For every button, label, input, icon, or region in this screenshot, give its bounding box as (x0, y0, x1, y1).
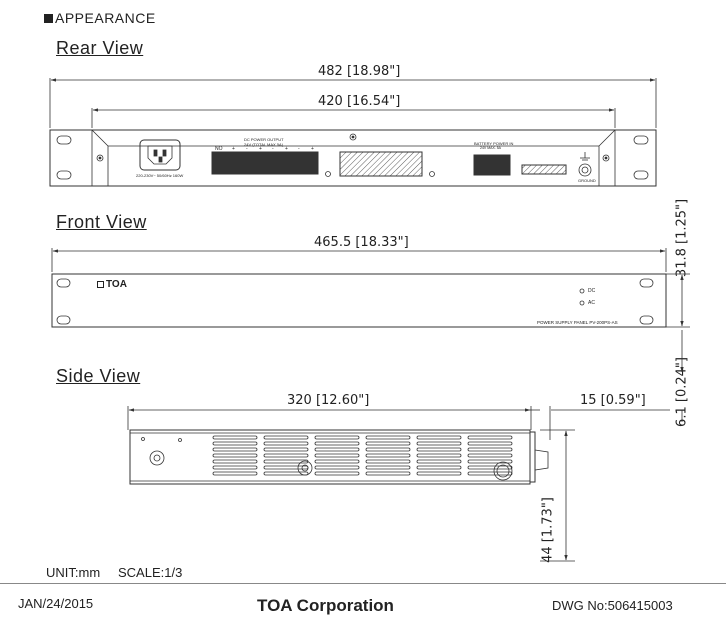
terminal-mark-4: - (272, 146, 274, 152)
date-label: JAN/24/2015 (18, 596, 94, 611)
vent-slot (212, 459, 258, 464)
vent-slot (263, 471, 309, 476)
vent-slot (314, 441, 360, 446)
terminal-mark-1: + (232, 146, 235, 152)
dc-output-terminal-block (211, 151, 319, 175)
vent-slot (467, 435, 513, 440)
ac-led-label: AC (588, 300, 595, 306)
side-vent-slots (212, 435, 513, 476)
vent-slot (314, 453, 360, 458)
vent-slot (263, 447, 309, 452)
side-protrude-dim: 15 [0.59"] (580, 393, 646, 408)
terminal-mark-6: - (298, 146, 300, 152)
appearance-heading: APPEARANCE (44, 10, 156, 26)
vent-slot (263, 453, 309, 458)
side-dimension-lines (127, 330, 684, 562)
rear-overall-dim: 482 [18.98"] (318, 64, 401, 79)
terminal-mark-2: - (246, 146, 248, 152)
rear-dimension-lines (49, 78, 657, 128)
vent-slot (365, 447, 411, 452)
vent-slot (263, 435, 309, 440)
vent-slot (263, 441, 309, 446)
toa-logo-mark-icon (97, 281, 104, 288)
vent-slot (365, 465, 411, 470)
footer-divider (0, 583, 726, 584)
ac-inlet-label: 220-230V~ 50/60Hz 160W (136, 173, 184, 178)
scale-label: SCALE:1/3 (118, 565, 183, 580)
vent-slot (467, 453, 513, 458)
vent-slot (263, 459, 309, 464)
vent-slot (212, 441, 258, 446)
vent-slot (314, 459, 360, 464)
vent-slot (365, 459, 411, 464)
dc-led-label: DC (588, 288, 596, 294)
ac-inlet (139, 139, 181, 171)
vent-slot (467, 447, 513, 452)
vent-slot (365, 453, 411, 458)
dc-output-label: DC POWER OUTPUT (244, 137, 284, 142)
vent-slot (212, 453, 258, 458)
terminal-mark-0: NO (215, 146, 223, 152)
rear-view-title: Rear View (56, 38, 144, 58)
vent-slot (314, 465, 360, 470)
vent-slot (263, 465, 309, 470)
hatched-label-area (339, 151, 423, 177)
vent-slot (212, 435, 258, 440)
vent-slot (212, 447, 258, 452)
vent-slot (314, 435, 360, 440)
vent-slot (416, 459, 462, 464)
vent-slot (467, 465, 513, 470)
terminal-mark-7: + (311, 146, 314, 152)
side-view-title: Side View (56, 366, 141, 386)
vent-slot (365, 435, 411, 440)
battery-sublabel: 24V MAX. 5A (480, 146, 502, 150)
vent-slot (467, 459, 513, 464)
dc-output-sublabel: 24V (TOTAL MAX.5A) (244, 142, 284, 147)
front-width-dim: 465.5 [18.33"] (314, 235, 409, 250)
vent-slot (416, 435, 462, 440)
front-dimension-lines (51, 248, 690, 328)
toa-logo: TOA (97, 279, 127, 290)
vent-slot (212, 471, 258, 476)
ground-label: GROUND (578, 178, 596, 183)
vent-slot (467, 441, 513, 446)
hatched-small-label (521, 164, 567, 175)
side-depth-dim: 320 [12.60"] (287, 393, 370, 408)
vent-slot (416, 447, 462, 452)
vent-slot (467, 471, 513, 476)
rear-inner-dim: 420 [16.54"] (318, 94, 401, 109)
terminal-mark-5: + (285, 146, 288, 152)
terminal-mark-3: + (259, 146, 262, 152)
vent-slot (212, 465, 258, 470)
unit-label: UNIT:mm (46, 565, 101, 580)
vent-slot (416, 453, 462, 458)
vent-slot (416, 465, 462, 470)
vent-slot (416, 441, 462, 446)
battery-terminal-block (473, 154, 511, 176)
front-view-title: Front View (56, 212, 147, 232)
battery-label: BATTERY POWER IN (474, 141, 514, 146)
company-name: TOA Corporation (257, 596, 394, 615)
ground-terminal (578, 152, 592, 177)
vent-slot (365, 441, 411, 446)
rear-panel (49, 129, 657, 187)
model-label: POWER SUPPLY PANEL PV-200PS-AS (537, 320, 618, 325)
drawing-number: DWG No:506415003 (552, 598, 673, 613)
vent-slot (416, 471, 462, 476)
vent-slot (314, 471, 360, 476)
vent-slot (365, 471, 411, 476)
front-panel (51, 273, 667, 328)
vent-slot (314, 447, 360, 452)
square-bullet-icon (44, 14, 53, 23)
